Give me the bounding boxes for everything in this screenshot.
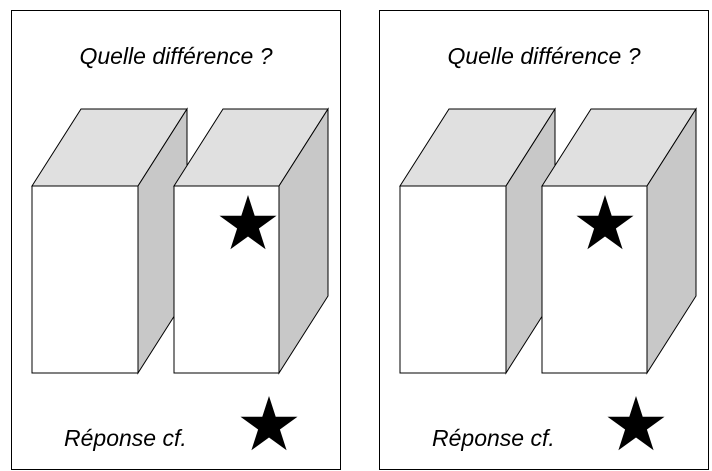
star-icon bbox=[576, 195, 634, 250]
box-b-front bbox=[541, 185, 648, 374]
box-b bbox=[173, 107, 329, 375]
answer-text: Réponse cf. bbox=[432, 425, 555, 451]
box-a bbox=[31, 107, 188, 375]
card-title: Quelle différence ? bbox=[447, 43, 641, 69]
box-b-front bbox=[173, 185, 280, 374]
star-icon bbox=[219, 195, 277, 250]
box-a-front bbox=[31, 185, 139, 374]
star-icon bbox=[607, 396, 665, 451]
boxes-illustration bbox=[399, 107, 697, 451]
boxes-illustration bbox=[31, 107, 329, 451]
card-title: Quelle différence ? bbox=[79, 43, 273, 69]
box-a bbox=[399, 107, 556, 375]
answer-text: Réponse cf. bbox=[64, 425, 187, 451]
box-b bbox=[541, 107, 697, 375]
star-icon bbox=[240, 396, 298, 451]
puzzle-card-left: Quelle différence ? Réponse cf. bbox=[11, 10, 341, 470]
box-a-front bbox=[399, 185, 507, 374]
puzzle-card-right: Quelle différence ? Réponse cf. bbox=[379, 10, 709, 470]
